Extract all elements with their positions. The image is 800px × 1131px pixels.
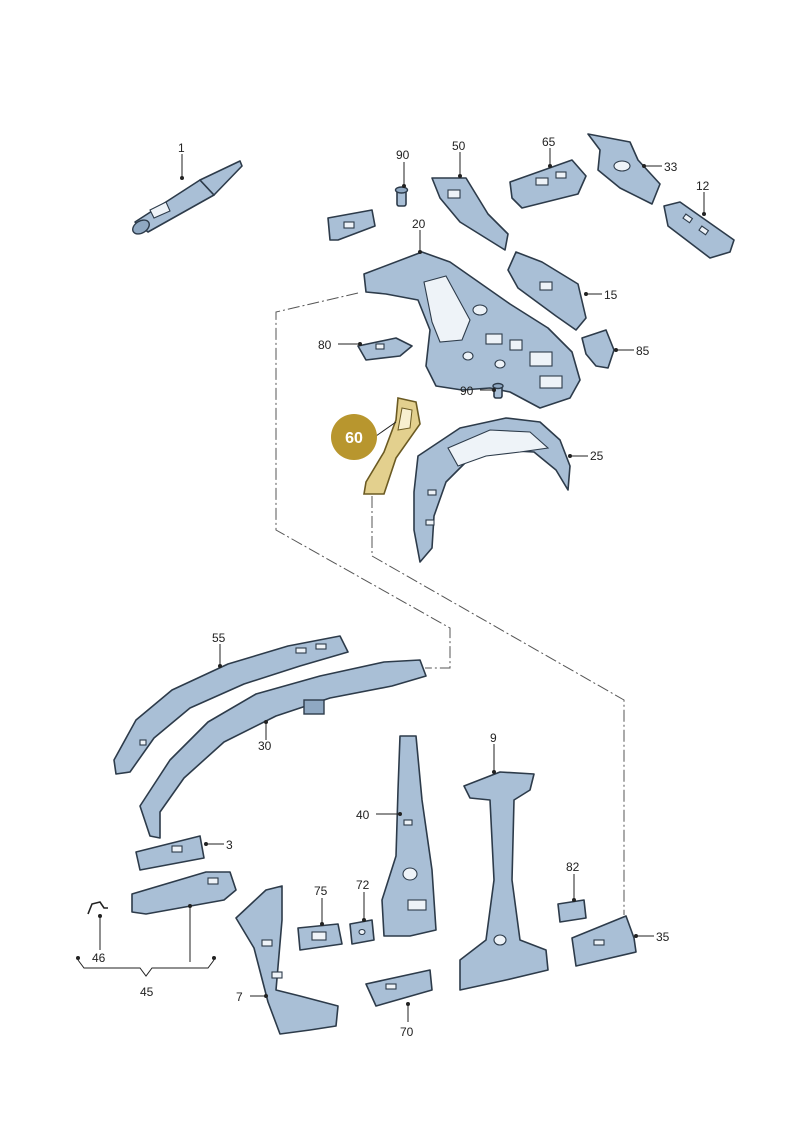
callout-72: 72 [356, 878, 370, 892]
callout-35: 35 [656, 930, 670, 944]
part-20-inner-panel[interactable] [363, 251, 581, 409]
part-40-pillar[interactable] [381, 735, 437, 937]
assembly-lines [275, 292, 625, 915]
callout-33: 33 [664, 160, 678, 174]
callout-20: 20 [412, 217, 426, 231]
callout-80: 80 [318, 338, 332, 352]
callout-25: 25 [590, 449, 604, 463]
part-bracket-small[interactable] [327, 209, 376, 241]
callout-labels: 1 90 50 65 33 12 20 15 80 85 90 25 55 30… [92, 135, 710, 1039]
part-33-pillar-top[interactable] [587, 133, 661, 205]
callout-75: 75 [314, 884, 328, 898]
callout-55: 55 [212, 631, 226, 645]
part-55-roof-rail[interactable] [113, 635, 349, 775]
part-60-highlighted[interactable] [363, 397, 421, 495]
callout-85: 85 [636, 344, 650, 358]
part-50-bracket[interactable] [431, 177, 509, 251]
part-7-a-pillar[interactable] [235, 885, 339, 1035]
callout-15: 15 [604, 288, 618, 302]
callout-65: 65 [542, 135, 556, 149]
callout-50: 50 [452, 139, 466, 153]
part-90-bolt-top[interactable] [394, 186, 409, 207]
part-45-sill[interactable] [131, 871, 237, 915]
part-3-bracket[interactable] [135, 835, 205, 871]
callout-7: 7 [236, 990, 243, 1004]
callout-9: 9 [490, 731, 497, 745]
callout-40: 40 [356, 808, 370, 822]
part-15-bracket[interactable] [507, 251, 587, 331]
part-80-clip[interactable] [357, 337, 413, 361]
callout-30: 30 [258, 739, 272, 753]
badge-label: 60 [345, 430, 363, 447]
part-82-plate[interactable] [557, 899, 587, 923]
callout-90-bottom: 90 [460, 384, 474, 398]
part-1-sealant-tube[interactable] [130, 160, 243, 237]
part-12-rail[interactable] [663, 201, 735, 259]
part-35-reinforcement[interactable] [571, 915, 637, 967]
callout-70: 70 [400, 1025, 414, 1039]
callout-3: 3 [226, 838, 233, 852]
callout-82: 82 [566, 860, 580, 874]
callout-12: 12 [696, 179, 710, 193]
part-46-hook[interactable] [87, 901, 108, 915]
highlight-badge-60[interactable]: 60 [331, 414, 377, 460]
leader-lines [76, 148, 706, 1022]
part-72-plate[interactable] [349, 919, 375, 945]
part-90-bolt-bottom[interactable] [492, 382, 504, 399]
part-30-side-rail[interactable] [139, 659, 427, 839]
part-9-b-pillar[interactable] [459, 771, 549, 991]
part-85-bracket[interactable] [581, 329, 615, 369]
part-75-bracket[interactable] [297, 923, 343, 951]
part-70-bracket[interactable] [365, 969, 433, 1007]
part-25-wheel-housing[interactable] [413, 417, 571, 563]
callout-1: 1 [178, 141, 185, 155]
part-65-reinforcement[interactable] [509, 159, 587, 209]
callout-45: 45 [140, 985, 154, 999]
callout-46: 46 [92, 951, 106, 965]
callout-90-top: 90 [396, 148, 410, 162]
